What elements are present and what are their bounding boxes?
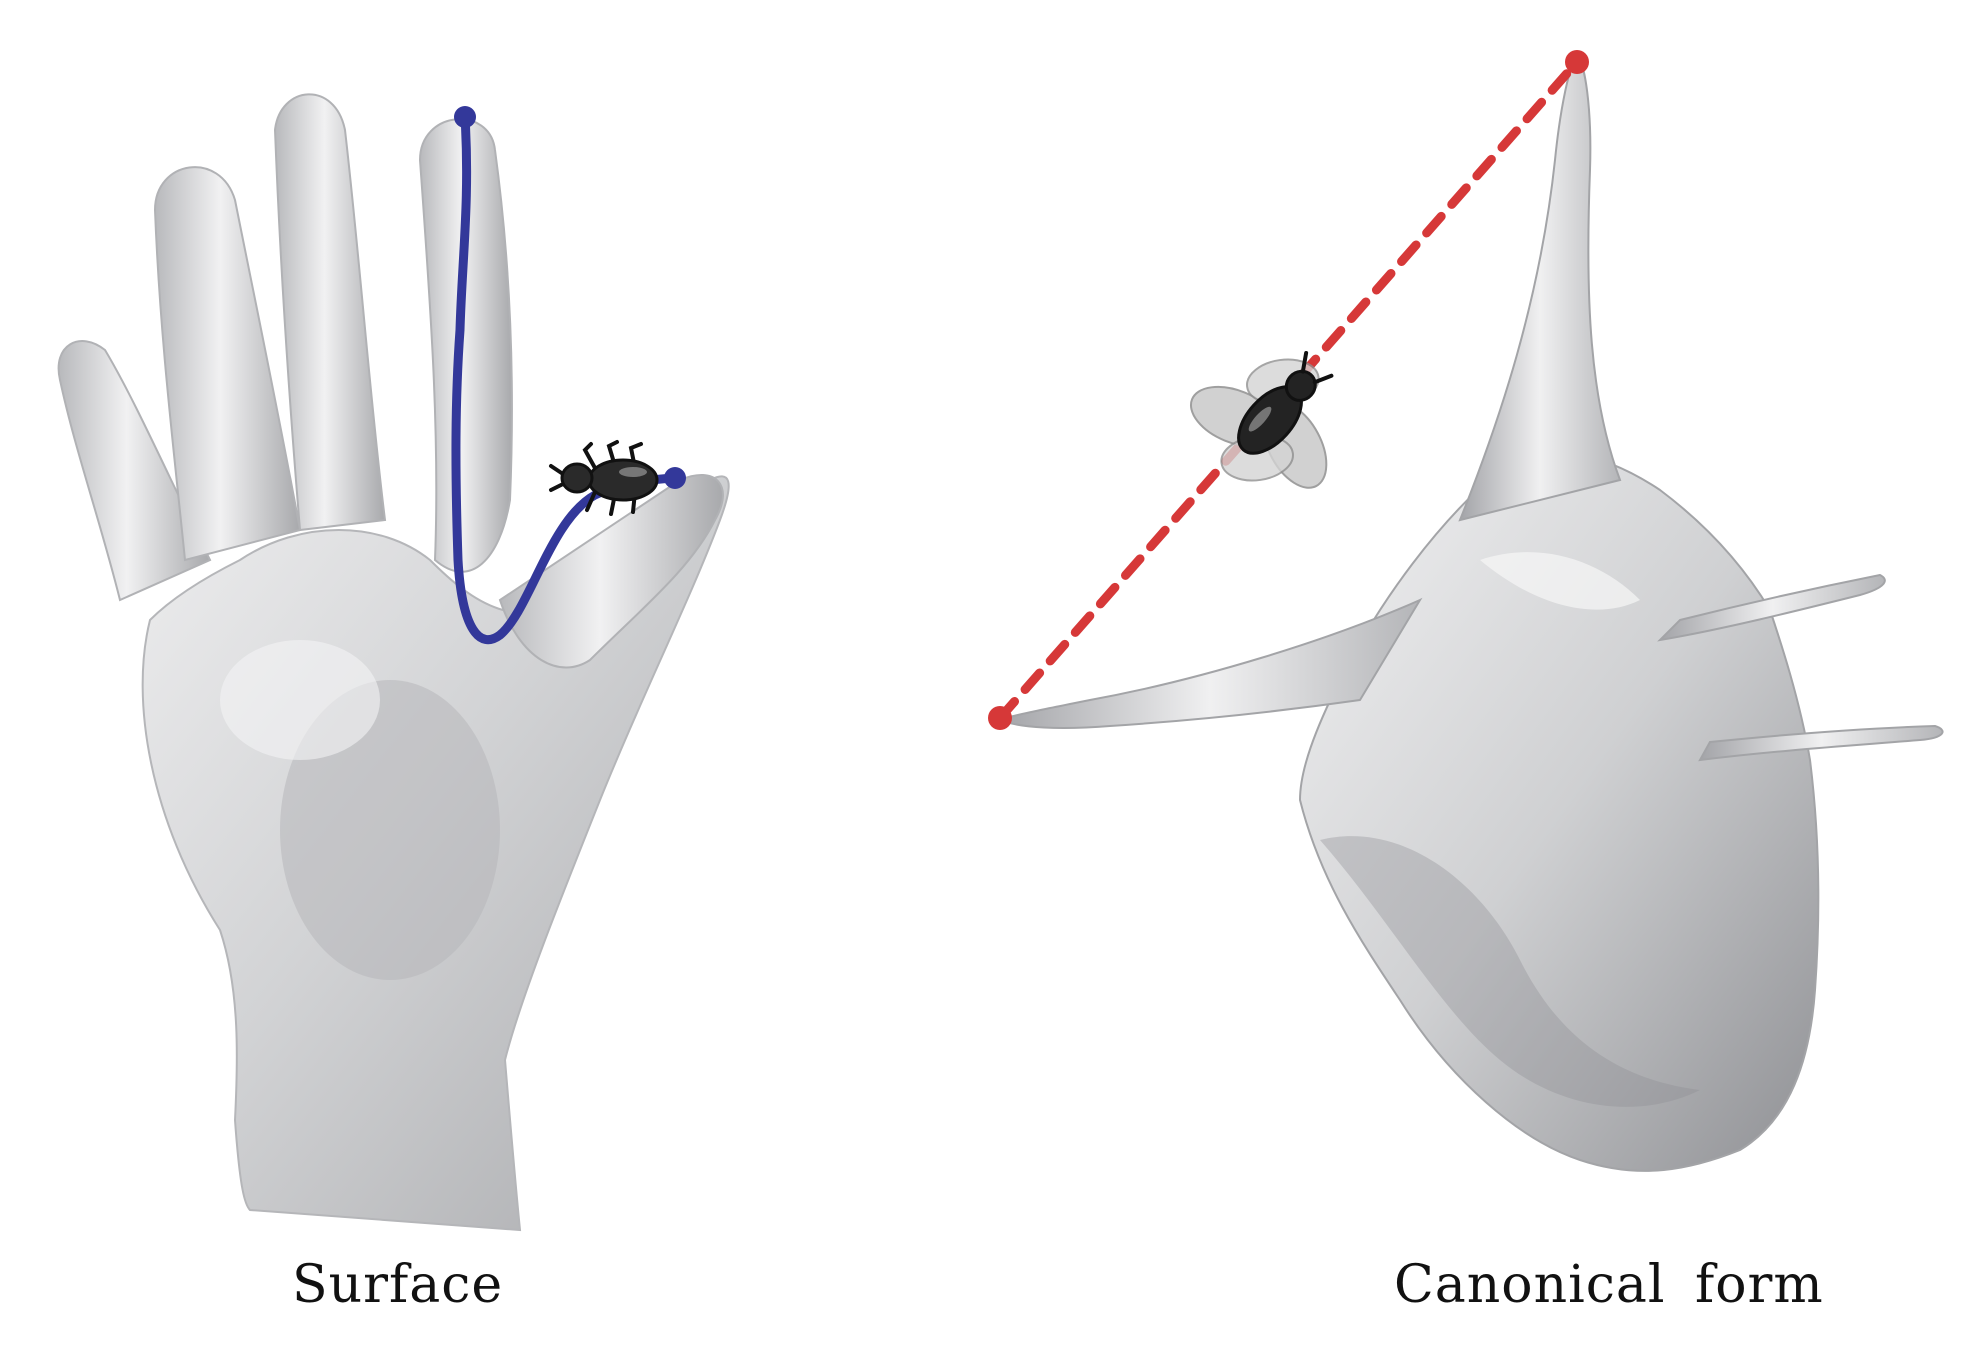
canonical-highlight bbox=[1480, 552, 1640, 610]
canonical-line-start-point bbox=[988, 706, 1012, 730]
hand-palm-highlight bbox=[220, 640, 380, 760]
hand-surface bbox=[57, 93, 730, 1232]
ant-icon bbox=[549, 440, 659, 516]
canonical-line-end-point bbox=[1565, 50, 1589, 74]
hand-finger-index bbox=[418, 118, 513, 573]
fly-icon bbox=[1189, 350, 1334, 489]
surface-path-start-point bbox=[454, 106, 476, 128]
hand-palm-shading bbox=[280, 680, 500, 980]
canonical-form-surface bbox=[997, 56, 1944, 1172]
caption-canonical-form: Canonical form bbox=[1394, 1255, 1824, 1315]
hand-finger-ring bbox=[153, 166, 302, 562]
hand-finger-middle bbox=[273, 93, 387, 532]
canonical-spike-right-lower bbox=[1698, 724, 1944, 762]
surface-path-end-point bbox=[664, 467, 686, 489]
hand-finger-pinky bbox=[57, 340, 212, 602]
caption-surface: Surface bbox=[292, 1255, 504, 1315]
canonical-spike-top bbox=[1458, 56, 1622, 522]
canonical-fold-shading bbox=[1320, 836, 1700, 1107]
hand-thumb bbox=[498, 474, 724, 669]
canonical-spike-right-upper bbox=[1657, 573, 1886, 642]
